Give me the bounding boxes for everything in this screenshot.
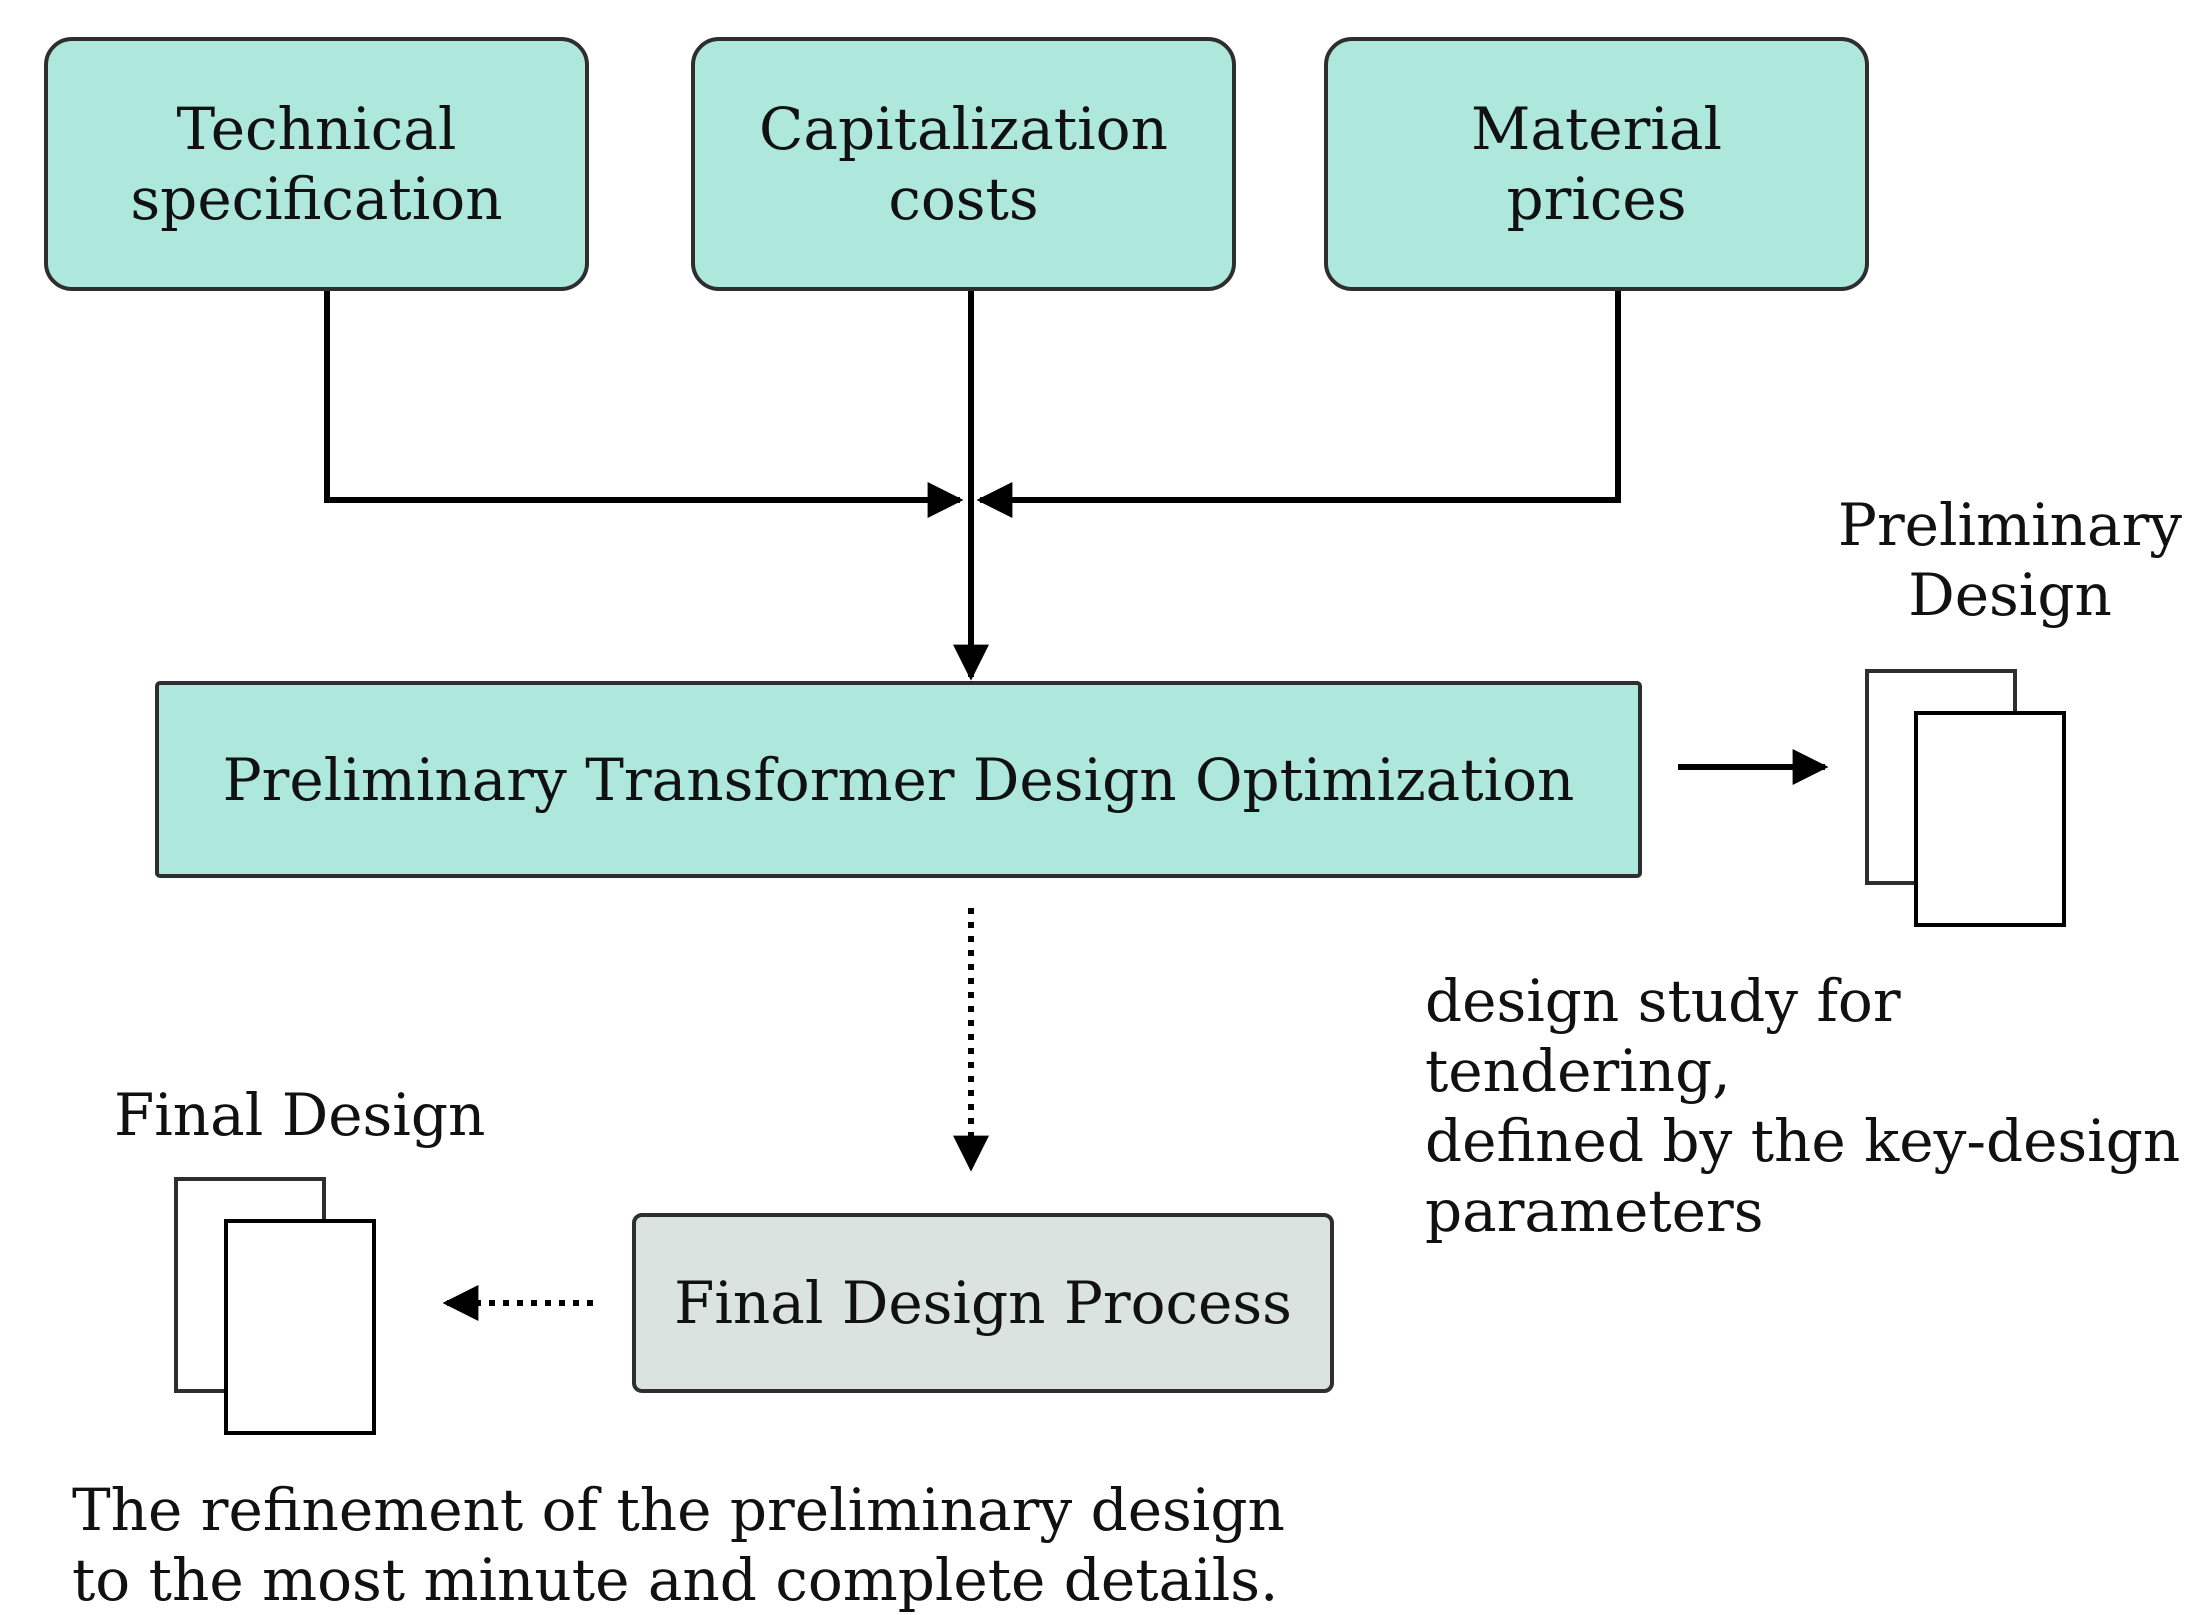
final-design-title: Final Design bbox=[114, 1081, 486, 1149]
capitalization-costs-label: Capitalization costs bbox=[759, 95, 1168, 233]
optimization-box: Preliminary Transformer Design Optimizat… bbox=[155, 681, 1642, 878]
optimization-label: Preliminary Transformer Design Optimizat… bbox=[222, 745, 1575, 814]
technical-specification-label: Technical specification bbox=[130, 95, 503, 233]
final-design-document-icon bbox=[174, 1177, 376, 1435]
capitalization-costs-box: Capitalization costs bbox=[691, 37, 1236, 291]
final-design-process-label: Final Design Process bbox=[674, 1269, 1292, 1337]
connector-technical-specification bbox=[324, 291, 964, 518]
preliminary-design-document-icon bbox=[1865, 669, 2066, 927]
material-prices-box: Material prices bbox=[1324, 37, 1869, 291]
material-prices-label: Material prices bbox=[1470, 95, 1722, 233]
final-design-description: The refinement of the preliminary design… bbox=[72, 1476, 1285, 1614]
technical-specification-box: Technical specification bbox=[44, 37, 589, 291]
final-design-process-box: Final Design Process bbox=[632, 1213, 1334, 1393]
preliminary-design-title: Preliminary Design bbox=[1837, 491, 2183, 629]
connector-material-prices bbox=[976, 291, 1621, 518]
preliminary-design-description: design study for tendering, defined by t… bbox=[1425, 967, 2181, 1245]
